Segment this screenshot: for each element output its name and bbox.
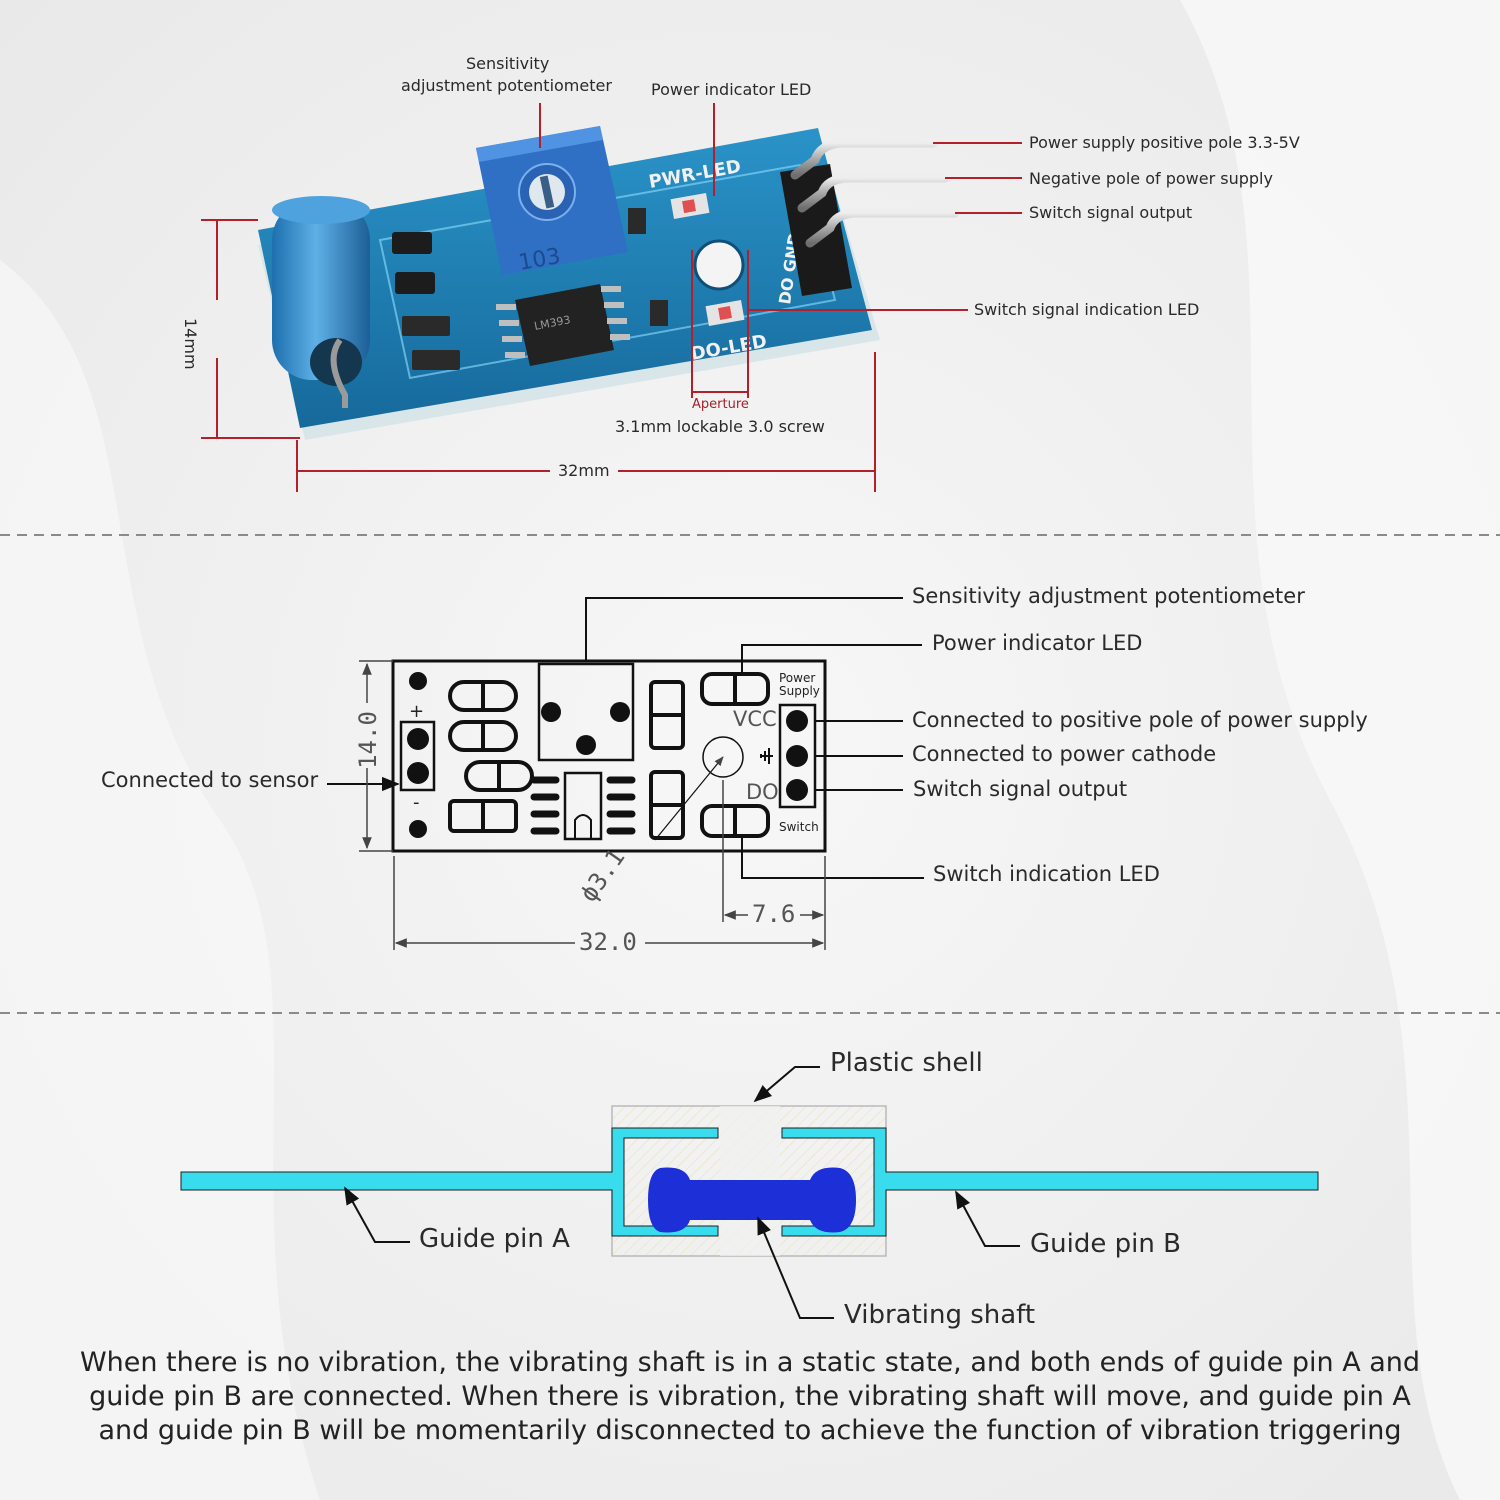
switch-marking: Switch xyxy=(779,820,819,834)
label-vcc-pin: Power supply positive pole 3.3-5V xyxy=(1029,133,1300,152)
label-power-led: Power indicator LED xyxy=(651,80,812,99)
power-supply-label-2: Supply xyxy=(779,684,820,698)
label-drawing-power-led: Power indicator LED xyxy=(932,631,1143,655)
drawing-header-pins xyxy=(786,710,808,801)
drawing-callouts xyxy=(327,597,924,879)
sensor-cross-section xyxy=(180,1066,1319,1319)
smd-components xyxy=(392,208,668,370)
vibration-sensor-body xyxy=(272,196,370,408)
minus-marking: - xyxy=(413,792,420,813)
technical-drawing xyxy=(327,597,924,950)
label-potentiometer-line1: Sensitivity xyxy=(466,54,550,73)
pot-dots xyxy=(541,702,630,755)
label-drawing-do: Switch signal output xyxy=(913,777,1128,801)
offset-dimension: 7.6 xyxy=(752,900,796,928)
plus-marking: + xyxy=(409,701,424,722)
background-swirl xyxy=(1180,0,1500,1500)
label-height: 14mm xyxy=(181,318,200,370)
label-drawing-gnd: Connected to power cathode xyxy=(912,742,1217,766)
pot-outline xyxy=(537,662,635,762)
label-vibrating-shaft: Vibrating shaft xyxy=(844,1300,1036,1330)
corner-holes xyxy=(409,672,427,838)
guide-pin-a xyxy=(180,1127,719,1237)
ic-footprint xyxy=(530,771,636,841)
drawing-mounting-hole xyxy=(702,736,744,778)
switch-led xyxy=(705,300,745,326)
drawing-dimensions xyxy=(359,660,826,950)
label-guide-pin-b: Guide pin B xyxy=(1030,1229,1181,1259)
ground-symbol xyxy=(760,748,773,764)
label-plastic-shell: Plastic shell xyxy=(830,1048,983,1078)
header-pins xyxy=(790,138,960,248)
height-dimension: 14.0 xyxy=(354,711,382,769)
label-aperture: Aperture xyxy=(692,397,749,412)
description-paragraph: When there is no vibration, the vibratin… xyxy=(79,1347,1421,1446)
width-dimension: 32.0 xyxy=(579,928,637,956)
do-marking: DO xyxy=(746,780,779,804)
pcb-board xyxy=(258,128,872,428)
dimension-lines xyxy=(201,103,1022,492)
pin-header xyxy=(780,164,852,296)
label-switch-led: Switch signal indication LED xyxy=(974,300,1200,319)
mounting-hole xyxy=(693,239,745,291)
comparator-ic: LM393 xyxy=(496,284,630,366)
photo-module: 103 LM393 xyxy=(201,103,1022,492)
label-drawing-switch-led: Switch indication LED xyxy=(933,862,1160,886)
power-led xyxy=(670,193,710,219)
label-do-pin: Switch signal output xyxy=(1029,203,1193,222)
label-drawing-sensor: Connected to sensor xyxy=(101,768,319,792)
guide-pin-b xyxy=(781,1127,1319,1237)
label-width: 32mm xyxy=(558,461,610,480)
power-supply-label-1: Power xyxy=(779,671,815,685)
sensor-connector xyxy=(399,720,436,792)
label-gnd-pin: Negative pole of power supply xyxy=(1029,169,1273,188)
vibrating-shaft xyxy=(648,1167,856,1233)
label-potentiometer-line2: adjustment potentiometer xyxy=(401,76,612,95)
label-drawing-vcc: Connected to positive pole of power supp… xyxy=(912,708,1368,732)
label-guide-pin-a: Guide pin A xyxy=(419,1224,570,1254)
cross-section-callouts xyxy=(344,1066,1020,1319)
label-screw: 3.1mm lockable 3.0 screw xyxy=(615,417,825,436)
vcc-marking: VCC xyxy=(733,707,777,731)
label-drawing-potentiometer: Sensitivity adjustment potentiometer xyxy=(912,584,1305,608)
silkscreen-outline xyxy=(378,163,837,380)
